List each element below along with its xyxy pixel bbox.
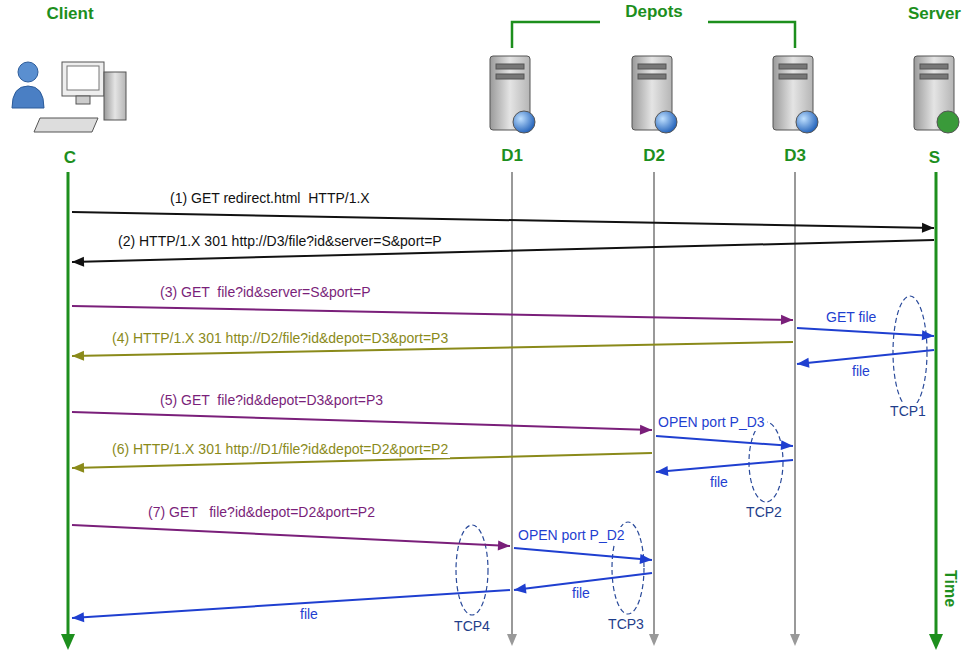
participant-id: D1 [501,146,523,166]
message-label: (2) HTTP/1.X 301 http://D3/file?id&serve… [116,233,444,250]
message-arrow [656,436,793,450]
participant-id: S [929,148,940,168]
participant: D1 [499,146,525,168]
lifeline [61,172,943,650]
message-label: file [708,474,730,491]
message-arrow [72,306,793,325]
participant-id: D3 [784,146,806,166]
message-arrow [797,328,934,340]
depots-bracket [512,22,795,48]
message-label: (5) GET file?id&depot=D3&port=P3 [158,392,385,409]
connection-label: TCP2 [744,504,784,521]
participant: D3 [782,146,808,168]
message-label: (6) HTTP/1.X 301 http://D1/file?id&depot… [110,441,450,458]
participant-id: D2 [643,146,665,166]
message-label: (1) GET redirect.html HTTP/1.X [168,190,372,207]
message-label: file [850,363,872,380]
message-label: OPEN port P_D3 [656,414,767,431]
message-arrow [72,412,652,435]
axis-label: Time [942,567,961,608]
participant-id: C [64,148,76,168]
message-label: file [298,606,320,623]
group-label: Depots [623,2,685,22]
message-label: (3) GET file?id&server=S&port=P [158,284,373,301]
participant: ServerS [906,4,963,168]
message-arrow [514,548,652,564]
message-arrow [72,212,934,233]
message-label: (4) HTTP/1.X 301 http://D2/file?id&depot… [110,330,450,347]
connection-label: TCP3 [606,616,646,633]
participant-title: Server [908,4,961,24]
message-label: file [570,585,592,602]
participant: D2 [641,146,667,168]
message-label: GET file [824,309,878,326]
connection-label: TCP4 [452,618,492,635]
message-label: (7) GET file?id&depot=D2&port=P2 [146,504,377,521]
connection-label: TCP1 [888,403,928,420]
client-icon [12,62,126,132]
message-label: OPEN port P_D2 [516,527,627,544]
server-icon [490,56,959,133]
participant-title: Client [46,4,93,24]
message-arrow [72,525,510,550]
message-arrow [72,590,510,622]
participant: ClientC [44,4,96,168]
